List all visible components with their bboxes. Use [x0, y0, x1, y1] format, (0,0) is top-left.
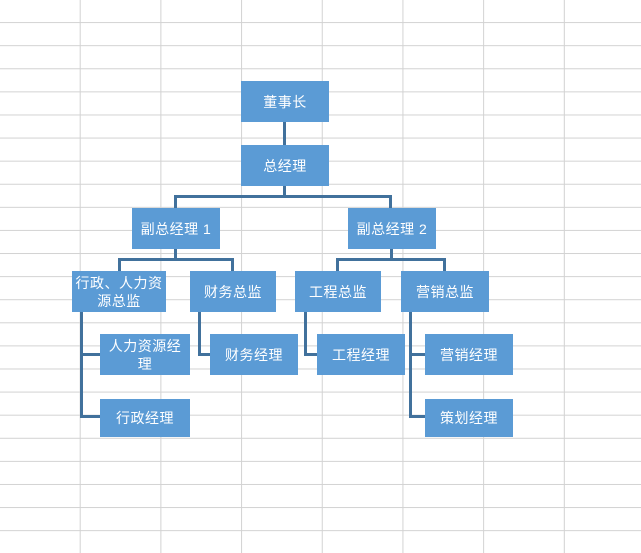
- connector-vp1-drop-left: [118, 258, 121, 271]
- org-node-finance-director[interactable]: 财务总监: [190, 271, 276, 312]
- org-node-admin-hr-director[interactable]: 行政、人力资源总监: [72, 271, 166, 312]
- connector-chairman-to-gm: [283, 122, 286, 145]
- connector-gm-stem: [283, 186, 286, 198]
- org-node-planning-manager[interactable]: 策划经理: [425, 399, 513, 437]
- org-node-admin-manager[interactable]: 行政经理: [100, 399, 190, 437]
- connector-vp2-stem: [390, 249, 393, 259]
- org-node-deputy-gm-2[interactable]: 副总经理 2: [348, 208, 436, 249]
- org-node-chairman[interactable]: 董事长: [241, 81, 329, 122]
- connector-marketing-stub-planmanager: [409, 415, 426, 418]
- connector-vp1-stem: [174, 249, 177, 259]
- org-node-marketing-manager[interactable]: 营销经理: [425, 334, 513, 375]
- org-node-hr-manager[interactable]: 人力资源经理: [100, 334, 190, 375]
- connector-marketing-spine: [409, 312, 412, 418]
- connector-finance-stub: [198, 353, 211, 356]
- connector-admin-hr-stub-adminmanager: [80, 415, 101, 418]
- connector-admin-hr-stub-hrmanager: [80, 353, 101, 356]
- connector-gm-drop-left: [174, 195, 177, 208]
- org-node-deputy-gm-1[interactable]: 副总经理 1: [132, 208, 220, 249]
- connector-vp2-bar: [336, 258, 446, 261]
- connector-marketing-stub-mktmanager: [409, 353, 426, 356]
- connector-gm-drop-right: [389, 195, 392, 208]
- org-node-engineering-director[interactable]: 工程总监: [295, 271, 381, 312]
- connector-admin-hr-spine: [80, 312, 83, 418]
- connector-vp2-drop-left: [336, 258, 339, 271]
- connector-vp1-drop-right: [231, 258, 234, 271]
- org-node-marketing-director[interactable]: 营销总监: [401, 271, 489, 312]
- org-node-engineering-manager[interactable]: 工程经理: [317, 334, 405, 375]
- connector-gm-bar: [174, 195, 392, 198]
- org-node-finance-manager[interactable]: 财务经理: [210, 334, 298, 375]
- connector-finance-spine: [198, 312, 201, 356]
- org-node-general-manager[interactable]: 总经理: [241, 145, 329, 186]
- connector-vp2-drop-right: [443, 258, 446, 271]
- connector-engineering-spine: [304, 312, 307, 356]
- connector-engineering-stub: [304, 353, 318, 356]
- connector-vp1-bar: [118, 258, 234, 261]
